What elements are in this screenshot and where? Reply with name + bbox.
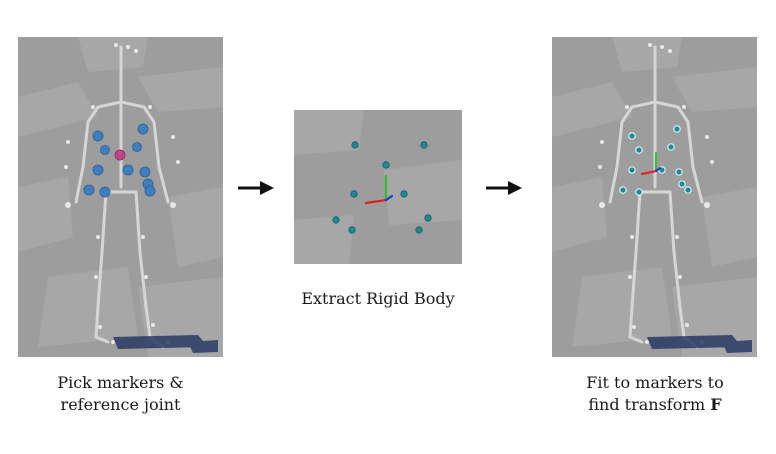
caption-pick-markers: Pick markers & reference joint bbox=[18, 372, 223, 416]
caption-right-text: find transform bbox=[588, 395, 706, 414]
skeleton-markers-picked-panel bbox=[18, 37, 223, 357]
transform-symbol: F bbox=[710, 395, 722, 414]
rigid-body-scene bbox=[294, 110, 462, 264]
skeleton-scene-right bbox=[552, 37, 757, 357]
fitted-axes-icon bbox=[641, 152, 661, 175]
caption-extract-rigid-body: Extract Rigid Body bbox=[301, 289, 455, 308]
caption-left-line1: Pick markers & bbox=[57, 373, 184, 392]
caption-fit-markers: Fit to markers to find transform F bbox=[545, 372, 765, 416]
reference-joint-marker bbox=[114, 149, 126, 161]
skeleton-scene-left bbox=[18, 37, 223, 357]
caption-left-line2: reference joint bbox=[60, 395, 181, 414]
right-arrow-icon bbox=[238, 180, 274, 200]
coordinate-axes-icon bbox=[364, 174, 394, 205]
right-arrow-icon bbox=[486, 180, 522, 200]
caption-right-line1: Fit to markers to bbox=[586, 373, 724, 392]
skeleton-fitted-panel bbox=[552, 37, 757, 357]
caption-right-line2: find transform F bbox=[545, 394, 765, 416]
rigid-body-panel bbox=[294, 110, 462, 264]
